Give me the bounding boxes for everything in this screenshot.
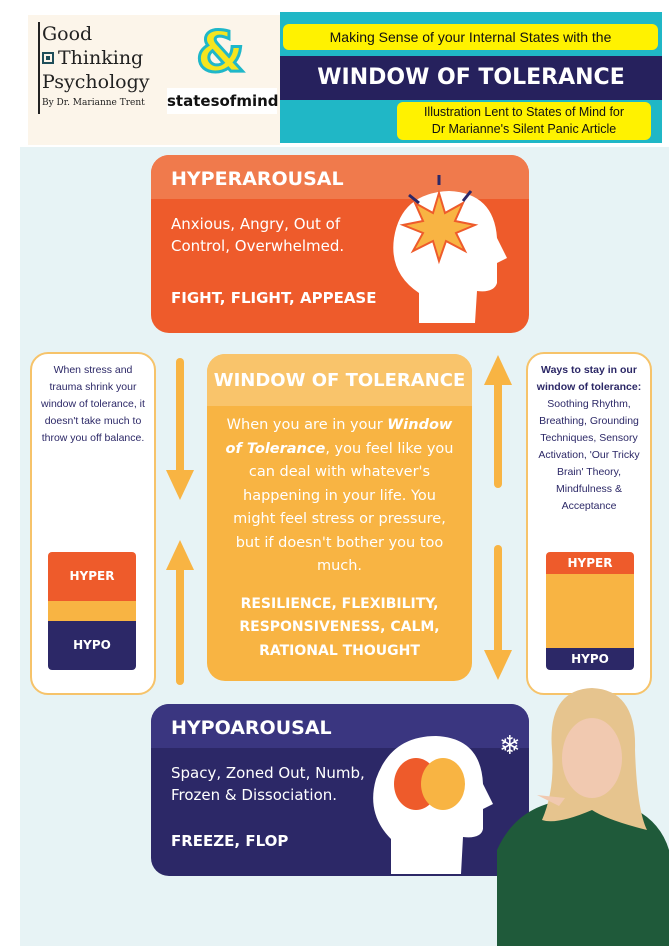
hypoarousal-responses: FREEZE, FLOP (171, 832, 289, 850)
body-emphasis: Window of Tolerance (225, 417, 453, 457)
hypoarousal-description: Spacy, Zoned Out, Numb, Frozen & Dissoci… (171, 764, 365, 804)
logo-line: Good (42, 23, 93, 45)
main-title: WINDOW OF TOLERANCE (280, 56, 662, 100)
right-note-heading: Ways to stay in our window of tolerance: (536, 364, 642, 393)
right-note-box: Ways to stay in our window of tolerance:… (526, 352, 652, 695)
stressed-head-icon (393, 175, 507, 323)
credit-line: Illustration Lent to States of Mind for (423, 105, 625, 119)
hypo-label: HYPO (546, 648, 634, 670)
hypoarousal-title: HYPOAROUSAL (151, 704, 529, 748)
hyper-label: HYPER (48, 552, 136, 601)
narrow-window-band (48, 601, 136, 621)
right-note-text: Soothing Rhythm, Breathing, Grounding Te… (538, 398, 640, 512)
hypo-label: HYPO (48, 621, 136, 670)
ampersand-logo: & (195, 19, 247, 87)
logo-line: Thinking (58, 47, 144, 69)
window-qualities: RESILIENCE, FLEXIBILITY, RESPONSIVENESS,… (239, 595, 440, 659)
presenter-photo (497, 688, 669, 946)
logo-panel (28, 15, 280, 145)
hyperarousal-description: Anxious, Angry, Out of Control, Overwhel… (171, 215, 345, 255)
credit-line: Dr Marianne's Silent Panic Article (431, 122, 617, 136)
logo-square-icon (42, 52, 54, 64)
hyperarousal-box: HYPERAROUSAL Anxious, Angry, Out of Cont… (151, 155, 529, 333)
wide-window-bar: HYPER HYPO (546, 552, 634, 670)
window-of-tolerance-box: WINDOW OF TOLERANCE When you are in your… (207, 354, 472, 681)
svg-text:❄: ❄ (499, 731, 521, 761)
narrow-window-bar: HYPER HYPO (48, 552, 136, 670)
subtitle-banner: Making Sense of your Internal States wit… (283, 24, 658, 50)
statesofmind-logo: statesofmind (167, 88, 279, 114)
hyperarousal-title: HYPERAROUSAL (151, 155, 529, 199)
frozen-brain-head-icon: ❄ (373, 731, 521, 874)
window-title: WINDOW OF TOLERANCE (207, 354, 472, 406)
left-note-text: When stress and trauma shrink your windo… (41, 364, 145, 444)
wide-window-band (546, 574, 634, 648)
logo-line: Psychology (42, 71, 150, 93)
hypoarousal-box: HYPOAROUSAL Spacy, Zoned Out, Numb, Froz… (151, 704, 529, 876)
logo-byline: By Dr. Marianne Trent (42, 98, 145, 108)
left-note-box: When stress and trauma shrink your windo… (30, 352, 156, 695)
body-text: When you are in your (226, 417, 388, 433)
hyper-label: HYPER (546, 552, 634, 574)
window-body: When you are in your Window of Tolerance… (207, 406, 472, 579)
good-thinking-psychology-logo: Good Thinking Psychology By Dr. Marianne… (38, 22, 166, 114)
body-text: , you feel like you can deal with whatev… (233, 440, 454, 575)
hyperarousal-responses: FIGHT, FLIGHT, APPEASE (171, 289, 377, 307)
